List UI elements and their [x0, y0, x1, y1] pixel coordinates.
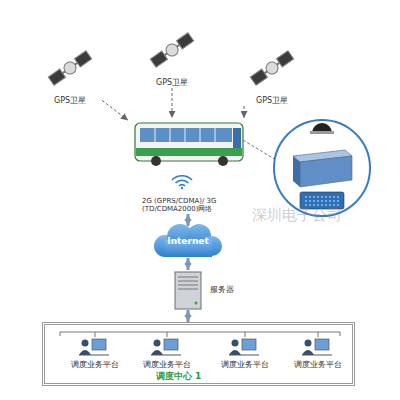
bus-wheel [218, 156, 228, 166]
bus-stripe [136, 148, 242, 156]
operator-head [82, 340, 89, 347]
desk [229, 355, 259, 356]
vehicle-terminal [274, 120, 370, 216]
data-link-arrow [187, 258, 190, 270]
internet-cloud [154, 224, 222, 257]
node-text: 服务器 [204, 285, 234, 295]
dispatch-center-band: 调度中心 1 调度业务平台 调度业务平台 调度业务平台 调度业务平台 [42, 322, 355, 386]
node-text: 调度业务平台 [143, 360, 191, 369]
monitor [242, 339, 256, 350]
satellite-body [62, 60, 79, 77]
solar-panel [150, 51, 167, 67]
wifi-arc [172, 176, 192, 180]
satellite-node: GPS卫星 [240, 46, 304, 106]
keypad-keys [305, 197, 339, 205]
gps-signal-arrow [102, 100, 128, 120]
window-frames [155, 128, 215, 142]
vehicle-network-node: 2G (GPRS/CDMA)/ 3G (TD/CDMA2000)网络 [128, 118, 248, 214]
wifi-arc [179, 185, 185, 186]
solar-panel [277, 51, 294, 67]
bus-windshield [233, 128, 241, 148]
monitor [315, 339, 329, 350]
desk [151, 355, 181, 356]
bus [135, 123, 243, 166]
satellite-body [164, 42, 181, 59]
operator-head [305, 340, 312, 347]
data-link-arrow [187, 310, 190, 322]
bus-windows [140, 128, 232, 142]
terminal-callout [274, 120, 370, 216]
wifi-dot [181, 187, 183, 189]
solar-panel [177, 33, 194, 49]
gps-signal-arrow [172, 88, 173, 118]
server-slots [178, 277, 198, 289]
bus-line [60, 332, 340, 333]
wifi-arc [176, 180, 189, 183]
solar-panel [250, 69, 267, 85]
bus-ticks [60, 332, 340, 337]
dvr-side [293, 156, 300, 187]
dispatch-platform: 调度业务平台 [135, 334, 199, 369]
solar-panel [48, 69, 65, 85]
operator-body [79, 350, 91, 355]
node-text: 2G (GPRS/CDMA)/ 3G (TD/CDMA2000)网络 [142, 197, 224, 215]
network-bus-line [60, 332, 340, 337]
server-case [175, 272, 201, 309]
operator-head [232, 340, 239, 347]
gps-signal-arrow [244, 106, 245, 118]
operator-body [151, 350, 163, 355]
monitor [92, 339, 106, 350]
dispatch-platform: 调度业务平台 [286, 334, 350, 369]
monitor [164, 339, 178, 350]
watermark: 深圳电子公司 [252, 206, 342, 225]
satellite-node: GPS卫星 [140, 28, 204, 88]
operator-body [302, 350, 314, 355]
node-text: GPS卫星 [54, 96, 86, 106]
node-text: 调度中心 1 [45, 371, 352, 382]
gps-satellite [48, 50, 93, 86]
operator-workstation [151, 339, 181, 355]
server-node: 服务器 [172, 270, 204, 310]
operator-workstation [302, 339, 332, 355]
server-icon [175, 272, 201, 309]
internet-cloud-node: Internet [150, 226, 226, 258]
data-link-arrow [187, 214, 190, 226]
device-link [243, 140, 276, 160]
node-text: 调度业务平台 [221, 360, 269, 369]
operator-workstation [229, 339, 259, 355]
dvr-front [300, 156, 352, 187]
desk [302, 355, 332, 356]
operator-body [229, 350, 241, 355]
gps-satellite [250, 50, 295, 86]
gps-satellite [150, 32, 195, 68]
wifi-symbol [172, 176, 192, 189]
dispatch-platform: 调度业务平台 [63, 334, 127, 369]
node-text: GPS卫星 [256, 96, 288, 106]
operator-head [154, 340, 161, 347]
camera-base [310, 131, 334, 134]
solar-panel [75, 51, 92, 67]
satellite-body [264, 60, 281, 77]
node-text: Internet [167, 236, 208, 247]
server-led [195, 302, 198, 305]
node-text: 调度业务平台 [71, 360, 119, 369]
bus-wheel [151, 156, 161, 166]
node-text: 调度业务平台 [294, 360, 342, 369]
dispatch-platform: 调度业务平台 [213, 334, 277, 369]
bus-body [135, 123, 243, 161]
node-text: GPS卫星 [156, 78, 188, 88]
operator-workstation [79, 339, 109, 355]
desk [79, 355, 109, 356]
satellite-node: GPS卫星 [38, 46, 102, 106]
